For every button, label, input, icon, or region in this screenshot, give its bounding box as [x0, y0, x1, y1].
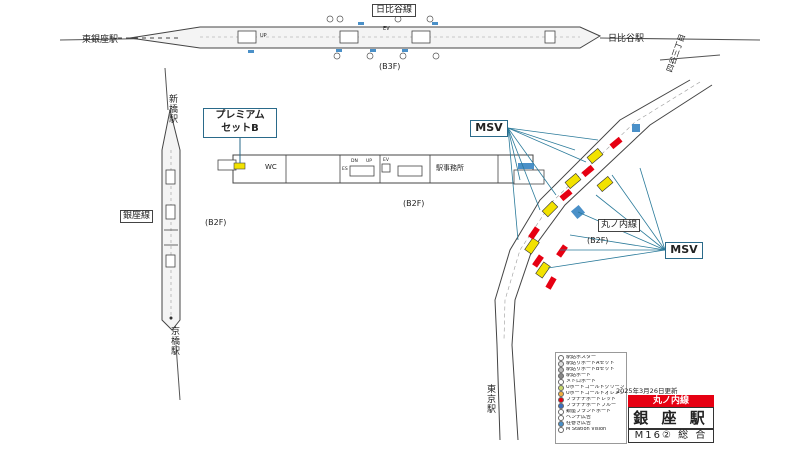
- legend-label: M Station Vision: [566, 427, 607, 433]
- msv-connector-lines: [507, 127, 666, 269]
- legend-item: プラチナボードブルー: [558, 403, 624, 409]
- legend-swatch: [558, 391, 564, 397]
- hibiya-line-label: 日比谷線: [372, 4, 417, 17]
- legend-label: メトロボード: [566, 379, 597, 385]
- ginza-line-label: 銀座線: [120, 210, 154, 223]
- legend-swatch: [558, 415, 564, 421]
- hibiya-line-platform: [59, 15, 761, 60]
- msv-top-label: MSV: [470, 120, 508, 137]
- legend-label: 駅貼ボード: [566, 373, 592, 379]
- kyobashi-station-label: 京橋駅: [169, 326, 179, 356]
- legend-swatch: [558, 385, 564, 391]
- legend-label: 柱巻き広告: [566, 421, 592, 427]
- legend-item: 駅貼ボード: [558, 373, 624, 379]
- legend-swatch: [558, 403, 564, 409]
- station-name: 銀 座 駅: [628, 407, 714, 429]
- legend-label: プラチナボードブルー: [566, 403, 617, 409]
- legend-label: ベンチ広告: [566, 415, 592, 421]
- legend-swatch: [558, 409, 564, 415]
- middle-b2f-floor-label: (B2F): [403, 199, 425, 208]
- marunouchi-line-label: 丸ノ内線: [598, 219, 641, 232]
- legend-swatch: [558, 397, 564, 403]
- legend-label: 駅貼ポスター: [566, 355, 597, 361]
- legend-label: 駅貼りボードBセット: [566, 367, 615, 373]
- shinbashi-station-label: 新橋駅: [167, 94, 177, 124]
- right-b2f-floor-label: (B2F): [587, 236, 609, 245]
- legend-item: 銀座ブランドボード: [558, 409, 624, 415]
- station-code: M16② 総 合: [628, 429, 714, 443]
- legend-swatch: [558, 361, 564, 367]
- legend-item: ベンチ広告: [558, 415, 624, 421]
- legend-swatch: [558, 373, 564, 379]
- legend-item: 駅貼りボードAセット: [558, 361, 624, 367]
- wc-label: WC: [265, 163, 277, 171]
- tokyo-station-label: 東京駅: [485, 384, 495, 414]
- legend-swatch: [558, 427, 564, 433]
- legend-swatch: [558, 355, 564, 361]
- line-name-banner: 丸ノ内線: [628, 395, 714, 407]
- marunouchi-line-platform: [494, 54, 721, 441]
- middle-ev-label: EV: [383, 158, 389, 163]
- legend-item: Uボードゴールドグリーン: [558, 385, 624, 391]
- legend-label: 銀座ブランドボード: [566, 409, 612, 415]
- premium-set-b-label: プレミアム セットB: [203, 108, 277, 138]
- hibiya-up-label: UP: [260, 33, 267, 39]
- legend-item: M Station Vision: [558, 427, 624, 433]
- middle-dn-label: DN: [351, 159, 358, 164]
- updated-date: 2025年3月26日更新: [616, 387, 678, 395]
- station-office-label: 駅事務所: [436, 164, 464, 172]
- legend-item: 柱巻き広告: [558, 421, 624, 427]
- legend-label: Uボードゴールドオレンジ: [566, 391, 624, 397]
- legend-item: 駅貼ポスター: [558, 355, 624, 361]
- hibiya-ev-label: EV: [383, 26, 390, 32]
- legend-label: 駅貼りボードAセット: [566, 361, 615, 367]
- msv-bottom-label: MSV: [665, 242, 703, 259]
- legend-item: プラチナボードレッド: [558, 397, 624, 403]
- station-name-card: 2025年3月26日更新 丸ノ内線 銀 座 駅 M16② 総 合: [616, 387, 714, 445]
- higashi-ginza-station-label: 東銀座駅: [82, 35, 119, 45]
- legend-item: 駅貼りボードBセット: [558, 367, 624, 373]
- legend-label: プラチナボードレッド: [566, 397, 617, 403]
- middle-up-label: UP: [366, 159, 373, 164]
- b3f-floor-label: (B3F): [379, 62, 401, 71]
- legend-swatch: [558, 367, 564, 373]
- legend-item: Uボードゴールドオレンジ: [558, 391, 624, 397]
- ginza-line-platform: [161, 67, 181, 401]
- legend-swatch: [558, 379, 564, 385]
- middle-es-label: ES: [342, 167, 348, 172]
- legend-item: メトロボード: [558, 379, 624, 385]
- legend-label: Uボードゴールドグリーン: [566, 385, 624, 391]
- hibiya-station-label: 日比谷駅: [608, 34, 645, 44]
- concourse-structure: [217, 136, 534, 184]
- left-b2f-floor-label: (B2F): [205, 218, 227, 227]
- legend-swatch: [558, 421, 564, 427]
